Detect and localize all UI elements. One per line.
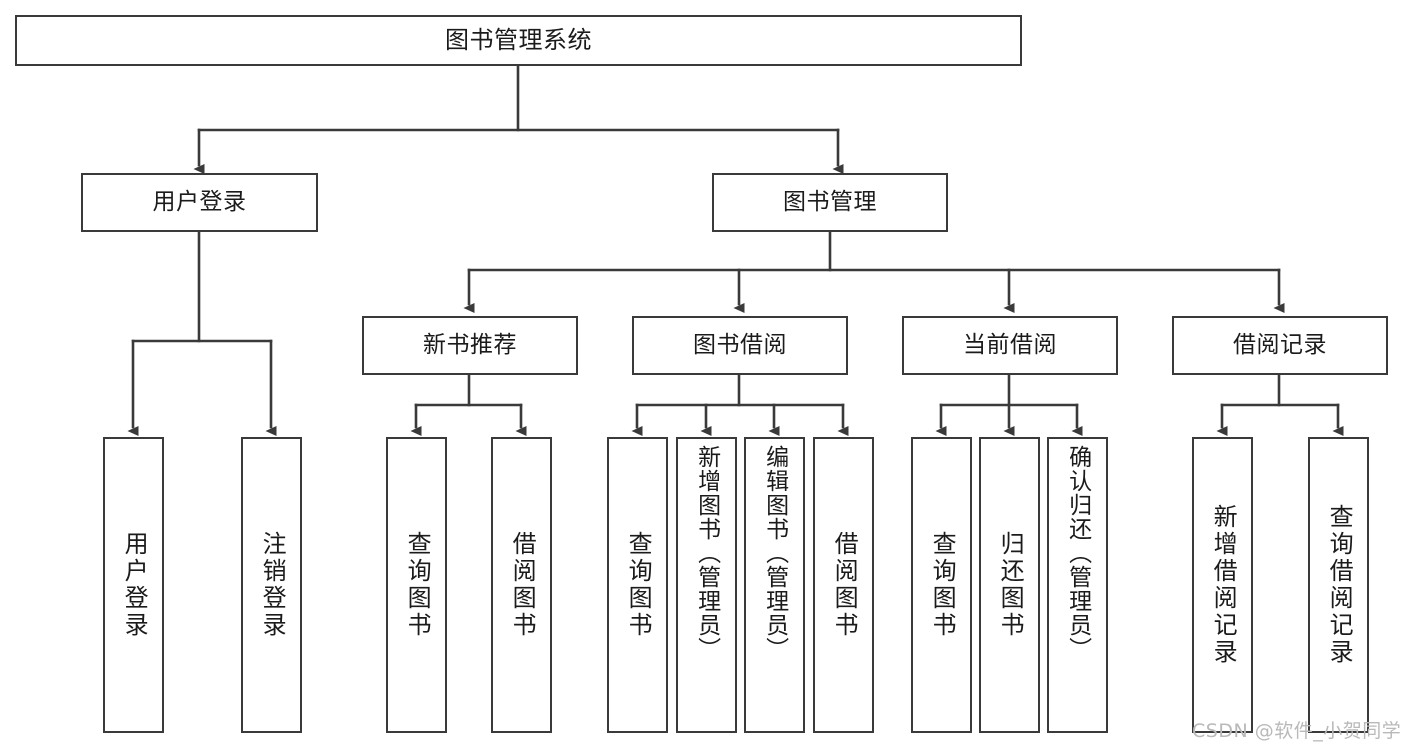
node-label: 借阅图书 bbox=[508, 531, 537, 639]
node-label: 编辑图书（管理员） bbox=[761, 445, 788, 661]
node-book-borrow[interactable]: 图书借阅 bbox=[632, 316, 848, 375]
node-current-borrow[interactable]: 当前借阅 bbox=[902, 316, 1118, 375]
leaf-borrow-edit-book-admin[interactable]: 编辑图书（管理员） bbox=[744, 437, 805, 733]
node-label: 用户登录 bbox=[152, 188, 247, 215]
node-new-book-recommend[interactable]: 新书推荐 bbox=[362, 316, 578, 375]
leaf-borrow-add-book-admin[interactable]: 新增图书（管理员） bbox=[676, 437, 737, 733]
leaf-borrow-borrow-book[interactable]: 借阅图书 bbox=[813, 437, 874, 733]
leaf-current-confirm-return-admin[interactable]: 确认归还（管理员） bbox=[1047, 437, 1108, 733]
node-root[interactable]: 图书管理系统 bbox=[15, 15, 1022, 66]
node-borrow-records[interactable]: 借阅记录 bbox=[1172, 316, 1388, 375]
node-label: 当前借阅 bbox=[963, 331, 1057, 358]
node-label: 借阅图书 bbox=[830, 531, 859, 639]
leaf-records-add-record[interactable]: 新增借阅记录 bbox=[1192, 437, 1253, 733]
node-book-management[interactable]: 图书管理 bbox=[712, 173, 948, 232]
node-label: 查询图书 bbox=[624, 531, 653, 639]
leaf-borrow-query-book[interactable]: 查询图书 bbox=[607, 437, 668, 733]
node-label: 新书推荐 bbox=[423, 331, 517, 358]
node-label: 查询借阅记录 bbox=[1325, 504, 1354, 666]
leaf-new-book-borrow[interactable]: 借阅图书 bbox=[491, 437, 552, 733]
node-label: 图书管理系统 bbox=[445, 26, 592, 55]
node-label: 注销登录 bbox=[258, 531, 287, 639]
csdn-watermark: CSDN @软件_小贺同学 bbox=[1192, 720, 1402, 742]
node-label: 新增图书（管理员） bbox=[693, 445, 720, 661]
node-label: 确认归还（管理员） bbox=[1064, 445, 1091, 661]
node-label: 查询图书 bbox=[928, 531, 957, 639]
node-label: 借阅记录 bbox=[1233, 331, 1327, 358]
node-user-login[interactable]: 用户登录 bbox=[81, 173, 318, 232]
leaf-current-return-book[interactable]: 归还图书 bbox=[979, 437, 1040, 733]
node-label: 查询图书 bbox=[403, 531, 432, 639]
leaf-user-login-login[interactable]: 用户登录 bbox=[103, 437, 164, 733]
leaf-records-query-record[interactable]: 查询借阅记录 bbox=[1308, 437, 1369, 733]
leaf-user-login-logout[interactable]: 注销登录 bbox=[241, 437, 302, 733]
leaf-current-query-book[interactable]: 查询图书 bbox=[911, 437, 972, 733]
node-label: 用户登录 bbox=[120, 531, 149, 639]
node-label: 归还图书 bbox=[996, 531, 1025, 639]
node-label: 图书借阅 bbox=[693, 331, 787, 358]
node-label: 图书管理 bbox=[783, 188, 877, 215]
node-label: 新增借阅记录 bbox=[1209, 504, 1238, 666]
leaf-new-book-query[interactable]: 查询图书 bbox=[386, 437, 447, 733]
